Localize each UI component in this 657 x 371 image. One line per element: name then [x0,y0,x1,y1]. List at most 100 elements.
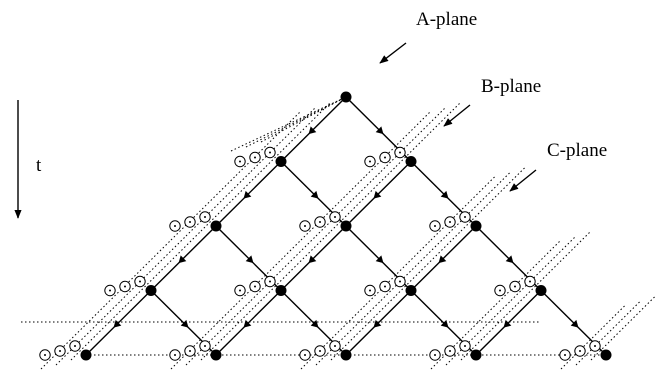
projection-line [235,110,302,176]
projected-node-center [369,160,371,163]
projected-node-center [59,350,61,352]
projected-node-center [304,354,306,356]
projected-node-center [464,345,466,347]
projected-node-center [369,289,371,292]
b-plane-arrow [443,104,471,127]
projected-node-center [564,354,566,356]
edge-arrowhead [308,126,317,135]
projection-line [185,171,252,237]
lattice-node [405,156,417,167]
edge-arrowhead [375,255,384,264]
lattice-node [275,156,287,167]
projected-node-center [514,285,516,288]
projection-line [170,304,237,370]
projected-node-center [399,151,401,154]
projected-node-center [44,354,46,356]
projection-line [380,106,447,172]
b-plane-label: B-plane [481,76,541,97]
projected-node-center [334,345,336,347]
projection-line [300,175,367,241]
lattice-node [210,349,222,361]
projected-node-center [449,221,451,223]
projected-node-center [74,345,76,347]
projection-line [185,300,252,366]
edge-arrowhead [440,190,449,199]
projection-line [230,96,347,152]
projected-node-center [109,289,111,292]
lattice-node [600,349,612,361]
lattice-node [535,285,547,296]
a-plane-arrow [379,42,407,64]
projected-node-center [239,160,241,163]
projected-node-center [384,156,386,159]
projection-line [560,304,627,370]
projection-line [55,300,122,366]
projection-line [120,235,187,301]
projection-line [380,235,447,301]
c-plane-arrow [509,169,537,192]
projected-node-center [189,221,191,223]
edge-arrowhead [180,319,189,328]
edge-arrowhead [570,319,579,328]
edge-arrowhead [310,319,319,328]
projected-node-center [124,285,126,288]
projected-node-center [304,225,306,227]
projected-node-center [334,216,336,218]
projection-line [170,175,237,241]
projection-line [460,166,527,232]
projected-node-center [174,354,176,356]
projection-lines [21,96,657,370]
projection-line [430,175,497,241]
projection-line [445,171,512,237]
projected-node-center [449,350,451,352]
projected-node-center [174,225,176,227]
projection-line [260,96,347,143]
lattice-node [470,220,482,232]
projected-node-center [269,280,271,283]
lattice-node [470,349,482,361]
lattice-nodes [80,91,612,361]
projected-node-center [269,151,271,154]
projection-line [395,101,462,167]
lattice-node [275,285,287,296]
edge-arrowhead [243,319,252,328]
projected-node-center [594,345,596,347]
projection-line [575,300,642,366]
projection-line [105,239,172,305]
edge-arrowhead [245,255,254,264]
projection-line [70,295,137,361]
projected-node-center [319,221,321,223]
projection-line [590,295,657,361]
lattice-node [405,285,417,296]
lattice-node [145,285,157,296]
projected-nodes [39,146,601,361]
edge-arrowhead [375,126,384,135]
projection-line [300,304,367,370]
projected-node-center [254,285,256,288]
edge-arrowhead [440,319,449,328]
projected-node-center [434,225,436,227]
lattice-node [340,349,352,361]
projection-line [445,300,512,366]
projection-line [315,300,382,366]
projection-line [200,166,267,232]
projected-node-center [204,216,206,218]
projection-line [365,239,432,305]
projection-line [510,235,577,301]
edge-arrowhead [310,190,319,199]
projected-node-center [254,156,256,159]
projected-node-center [319,350,321,352]
edge-arrowhead [505,255,514,264]
edge-arrowhead [113,319,122,328]
a-plane-label: A-plane [416,9,477,30]
projection-line [135,230,202,296]
projection-line [250,106,317,172]
projection-line [395,230,462,296]
edge-arrowhead [178,255,187,264]
projection-line [245,96,347,148]
projection-line [250,235,317,301]
lattice-node [340,91,352,103]
edge-arrowhead [373,319,382,328]
lattice-node [340,220,352,232]
